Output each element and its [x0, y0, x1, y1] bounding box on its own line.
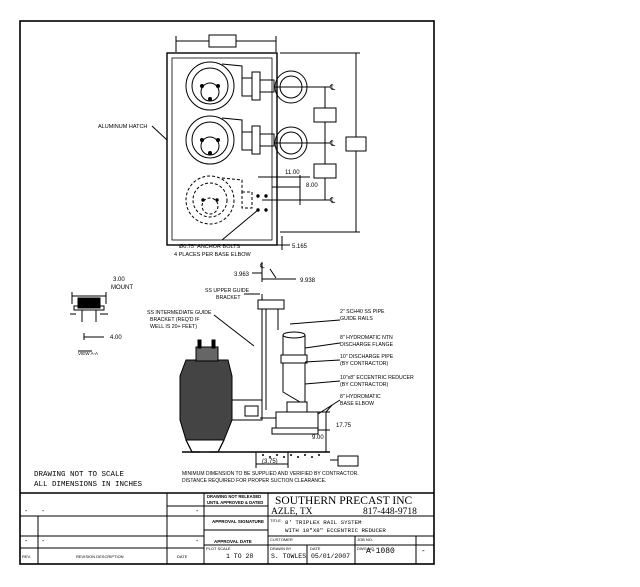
guide-rails-line1: 2" SCH40 SS PIPE	[340, 309, 385, 315]
drawn-by-value: S. TOWLES	[271, 553, 306, 560]
overall-dim-box	[345, 136, 367, 152]
pump-section-body	[179, 359, 233, 441]
rev-row2-rev: -	[25, 508, 28, 515]
date-value: 05/01/2007	[311, 553, 350, 560]
reducer-line2: (BY CONTRACTOR)	[340, 382, 388, 388]
dim-9-00: 9.00	[312, 435, 324, 441]
title-line1: 8' TRIPLEX RAIL SYSTEM	[285, 519, 362, 526]
pipe-line2: (BY CONTRACTOR)	[340, 361, 388, 367]
rev-date-header: DATE	[177, 554, 188, 559]
rev-value: -	[422, 546, 425, 555]
rev-row2-desc: -	[42, 508, 45, 515]
cl-mark-3: ℄	[329, 196, 336, 205]
intermediate-line3: WELL IS 20+ FEET)	[150, 324, 197, 330]
flange-line1: 8" HYDROMATIC NTN	[340, 335, 393, 341]
dim-8-00: 8.00	[306, 183, 318, 189]
guide-rails-line2: GUIDE RAILS	[340, 316, 373, 322]
elbow-line1: 8" HYDROMATIC	[340, 394, 381, 400]
view-aa-label: VIEW A-A	[78, 351, 98, 356]
approval-date-label: APPROVAL DATE	[214, 539, 252, 544]
dim-17-75: 17.75	[336, 423, 352, 429]
company-city: AZLE, TX	[271, 507, 313, 517]
until-approved-label: UNTIL APPROVED & DATED	[207, 500, 263, 505]
pump-1	[185, 61, 275, 111]
cl-mark-2: ℄	[329, 139, 336, 148]
bottom-note-line1: MINIMUM DIMENSION TO BE SUPPLIED AND VER…	[182, 471, 359, 477]
dim-11-00: 11.00	[285, 170, 300, 176]
discharge-flange-1	[274, 70, 308, 104]
cl-mark-1: ℄	[329, 83, 336, 92]
plan-labels: ALUMINUM HATCH 11.00 8.00 ℄ ℄ ℄ 5.165 Ø0…	[98, 83, 336, 258]
plan-view	[151, 34, 367, 250]
drawn-by-label: DRAWN BY	[270, 546, 292, 551]
dim-box-1	[313, 107, 337, 123]
bottom-note-line2: DISTANCE REQUIRED FOR PROPER SUCTION CLE…	[182, 478, 326, 484]
view-aa-dim-3-00: 3.00	[113, 277, 125, 283]
dim-5-165: 5.165	[292, 244, 308, 250]
upper-guide-line1: SS UPPER GUIDE	[205, 288, 250, 294]
dwg-number: A-1080	[366, 547, 395, 556]
dim-9-938: 9.938	[300, 278, 316, 284]
title-block	[20, 492, 434, 564]
view-a-a	[70, 292, 108, 352]
rev-row2-date: -	[196, 508, 199, 515]
cl-mark-top: ℄	[259, 263, 265, 270]
dwg-label: DWG NO.	[357, 546, 375, 551]
company-name: SOUTHERN PRECAST INC	[275, 495, 412, 507]
title-label: TITLE	[270, 518, 281, 523]
rev-header: REV.	[22, 554, 31, 559]
reducer-line1: 10"x8" ECCENTRIC REDUCER	[340, 375, 414, 381]
dim-3-963: 3.963	[234, 272, 250, 278]
discharge-flange-2	[274, 126, 308, 160]
dim-3-75: (3.75)	[262, 459, 278, 465]
upper-guide-line2: BRACKET	[216, 295, 241, 301]
rev-row1-rev: -	[25, 538, 28, 545]
rev-desc-header: REVISION DESCRIPTION	[76, 554, 124, 559]
job-label: JOB NO.	[357, 537, 373, 542]
sheet-border	[19, 20, 435, 565]
section-labels: ℄ 3.963 9.938 SS UPPER GUIDE BRACKET SS …	[147, 263, 414, 484]
vault-outline	[166, 52, 278, 246]
anchor-bolts-line1: Ø0.75" ANCHOR BOLTS	[179, 244, 240, 250]
title-block-text: DRAWING NOT RELEASED UNTIL APPROVED & DA…	[22, 494, 425, 560]
aluminum-hatch-label: ALUMINUM HATCH	[98, 124, 147, 130]
company-phone: 817-448-9718	[363, 507, 417, 517]
dim-box-2	[313, 163, 337, 179]
date-label: DATE	[310, 546, 321, 551]
floor-hatch	[262, 454, 320, 458]
elbow-line2: BASE ELBOW	[340, 401, 374, 407]
not-released-label: DRAWING NOT RELEASED	[207, 494, 261, 499]
bottom-dim-box	[337, 455, 359, 467]
plot-scale-value: 1 TO 28	[226, 553, 253, 560]
intermediate-line1: SS INTERMEDIATE GUIDE	[147, 310, 212, 316]
pipe-line1: 10" DISCHARGE PIPE	[340, 354, 394, 360]
note-not-to-scale: DRAWING NOT TO SCALE	[34, 471, 125, 479]
discharge-flange	[280, 354, 308, 364]
flange-line2: DISCHARGE FLANGE	[340, 342, 394, 348]
view-aa-dim-4-00: 4.00	[110, 335, 122, 341]
section-view	[179, 262, 359, 468]
pump-3-dashed	[185, 175, 253, 225]
eccentric-reducer	[282, 363, 306, 403]
rev-row1-desc: -	[42, 538, 45, 545]
view-aa-mount: MOUNT	[111, 285, 133, 291]
upper-guide-bracket	[257, 299, 285, 310]
anchor-bolts-line2: 4 PLACES PER BASE ELBOW	[174, 252, 252, 258]
plot-scale-label: PLOT SCALE	[206, 546, 231, 551]
pump-2	[185, 115, 275, 165]
title-line2: WITH 10"X8" ECCENTRIC REDUCER	[285, 527, 386, 534]
customer-label: CUSTOMER	[270, 537, 293, 542]
note-dimensions: ALL DIMENSIONS IN INCHES	[34, 481, 143, 489]
approval-signature-label: APPROVAL SIGNATURE	[212, 519, 264, 524]
rev-row1-date: -	[196, 538, 199, 545]
top-dimension-box	[208, 34, 237, 48]
intermediate-line2: BRACKET (REQ'D IF	[150, 317, 200, 323]
